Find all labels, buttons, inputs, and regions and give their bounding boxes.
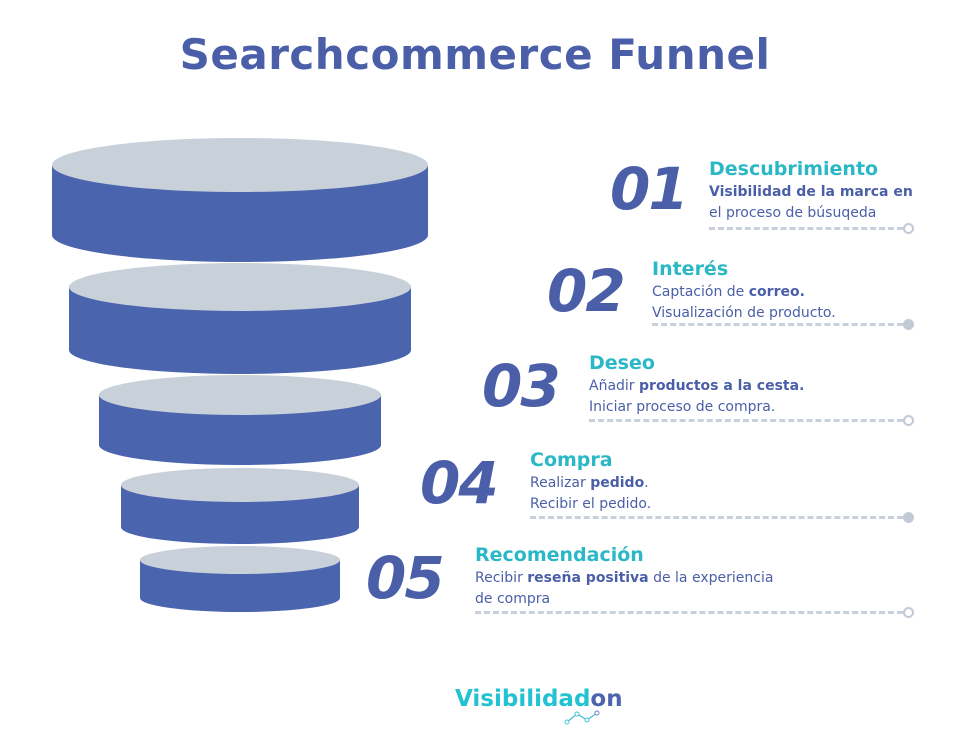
step-description-line-2: el proceso de búsuqeda xyxy=(709,205,877,221)
logo-graph-icon xyxy=(564,710,600,725)
step-description-line-1: Recibir reseña positiva de la experienci… xyxy=(475,570,774,586)
funnel-level-1-body xyxy=(52,165,428,262)
step-title: Recomendación xyxy=(475,544,644,566)
step-description-line-2: Recibir el pedido. xyxy=(530,496,652,512)
page-title: Searchcommerce Funnel xyxy=(179,30,771,79)
divider-end-dot xyxy=(903,319,914,330)
divider-end-dot xyxy=(903,607,914,618)
step-title: Descubrimiento xyxy=(709,158,879,180)
step-number: 04 xyxy=(420,449,499,517)
divider-end-dot xyxy=(903,223,914,234)
step-description-line-1: Realizar pedido. xyxy=(530,475,649,491)
dashed-divider xyxy=(652,323,903,326)
dashed-divider xyxy=(530,516,903,519)
funnel-level-1-top xyxy=(52,138,428,192)
step-description-line-1: Añadir productos a la cesta. xyxy=(589,378,805,394)
step-title: Deseo xyxy=(589,352,655,374)
step-number: 01 xyxy=(610,155,689,223)
step-description-line-1: Captación de correo. xyxy=(652,284,805,300)
funnel-level-3-body xyxy=(99,395,381,465)
step-title: Compra xyxy=(530,449,613,471)
funnel-level-4-body xyxy=(121,485,359,544)
divider-end-dot xyxy=(903,512,914,523)
step-description-line-2: de compra xyxy=(475,591,551,607)
funnel-level-4-top xyxy=(121,468,359,502)
dashed-divider xyxy=(475,611,903,614)
funnel-level-3-top xyxy=(99,375,381,415)
funnel-level-5-top xyxy=(140,546,340,574)
step-description-line-2: Iniciar proceso de compra. xyxy=(589,399,776,415)
step-number: 05 xyxy=(366,544,445,612)
divider-end-dot xyxy=(903,415,914,426)
funnel-level-2-body xyxy=(69,287,411,374)
funnel-level-2-top xyxy=(69,263,411,311)
step-number: 02 xyxy=(547,257,626,325)
step-description-line-1: Visibilidad de la marca en xyxy=(709,184,913,200)
funnel-level-5-body xyxy=(140,560,340,612)
step-number: 03 xyxy=(482,352,561,420)
dashed-divider xyxy=(589,419,903,422)
visibilidadon-logo: Visibilidadon xyxy=(455,686,623,725)
step-description-line-2: Visualización de producto. xyxy=(652,305,836,321)
step-title: Interés xyxy=(652,258,729,280)
dashed-divider xyxy=(709,227,903,230)
